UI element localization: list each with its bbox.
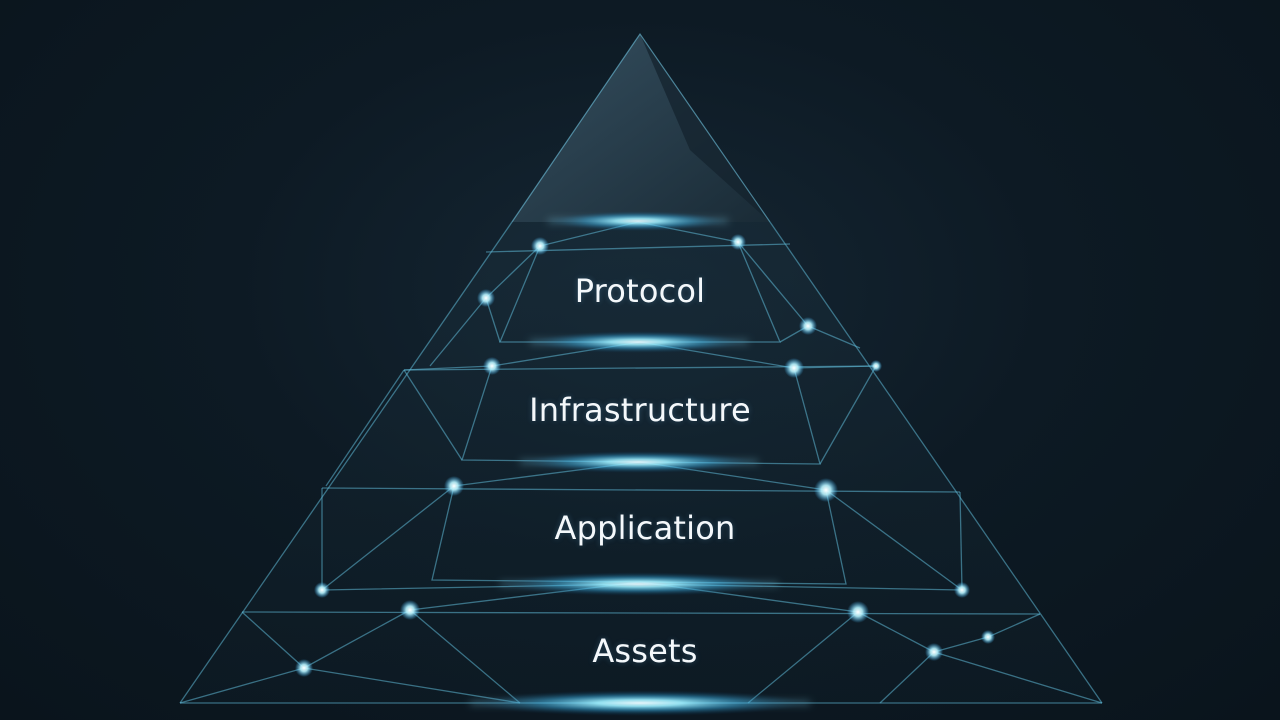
network-nodes [295,234,995,677]
tier-label-assets: Assets [592,632,698,670]
tier-label-protocol: Protocol [574,272,706,310]
tier-label-infrastructure: Infrastructure [529,391,751,429]
pyramid-cap [511,32,771,223]
tier-label-application: Application [554,509,736,547]
tier-glows [470,211,810,716]
